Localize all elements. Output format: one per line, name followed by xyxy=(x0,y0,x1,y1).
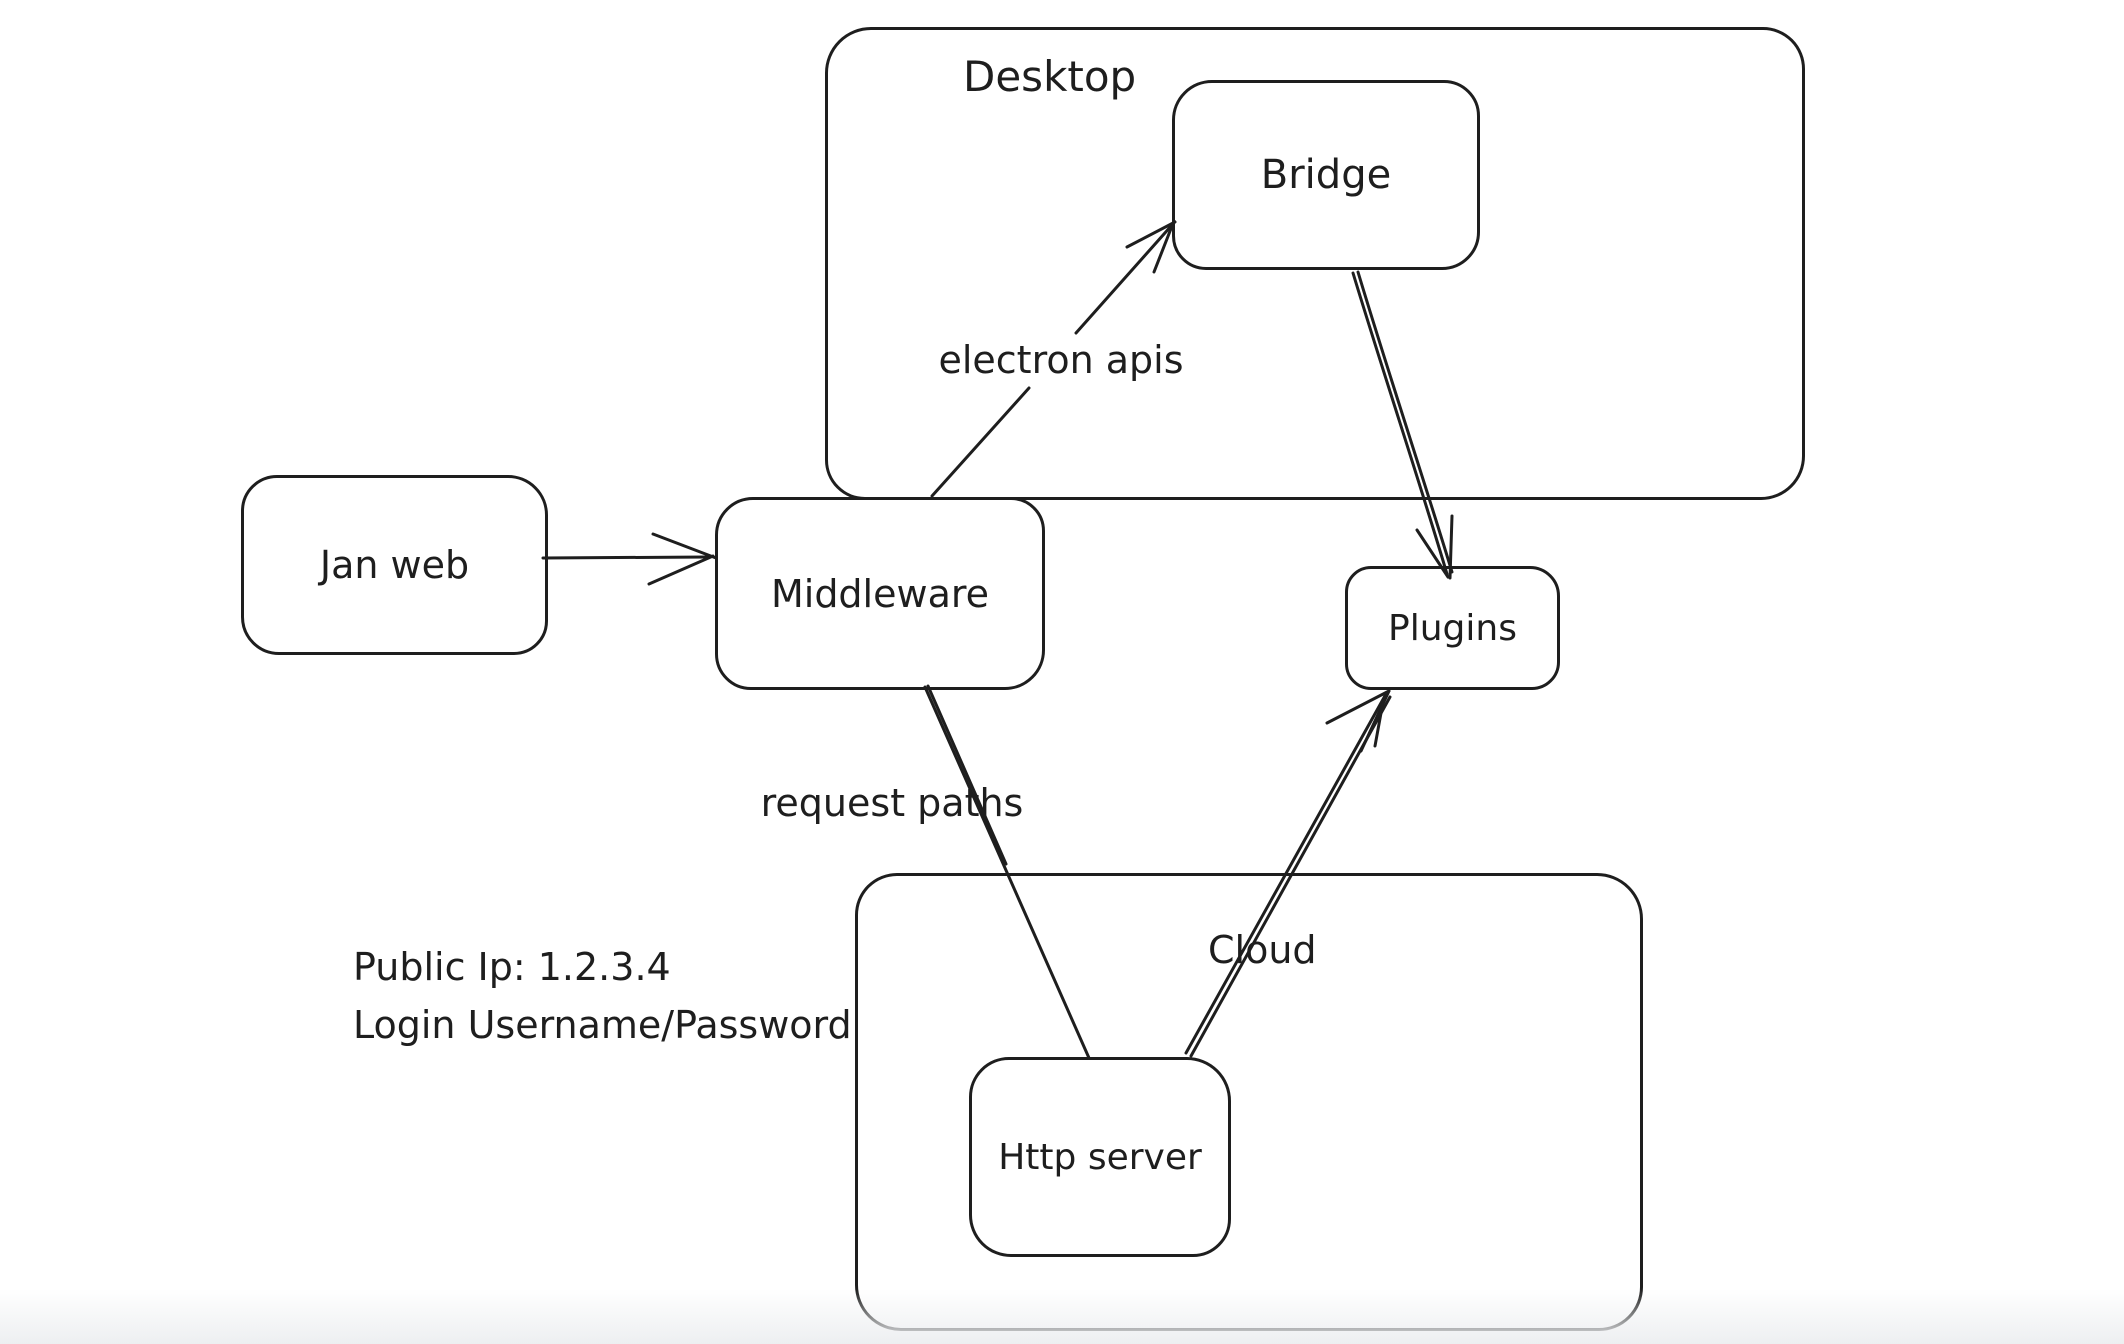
jan-web-label: Jan web xyxy=(319,543,470,587)
desktop-container-box[interactable] xyxy=(825,27,1805,500)
cloud-container-label: Cloud xyxy=(1208,928,1317,972)
node-middleware[interactable]: Middleware xyxy=(715,497,1045,690)
note-public-ip: Public Ip: 1.2.3.4 xyxy=(353,945,671,989)
note-login-credentials: Login Username/Password xyxy=(353,1003,852,1047)
node-http-server[interactable]: Http server xyxy=(969,1057,1231,1257)
node-bridge[interactable]: Bridge xyxy=(1172,80,1480,270)
edge-label-request-paths: request paths xyxy=(760,781,1024,825)
edge-label-electron-apis: electron apis xyxy=(938,338,1184,382)
cloud-access-notes: Public Ip: 1.2.3.4 Login Username/Passwo… xyxy=(353,938,852,1054)
http-server-label: Http server xyxy=(998,1136,1202,1178)
plugins-label: Plugins xyxy=(1388,607,1517,649)
node-jan-web[interactable]: Jan web xyxy=(241,475,548,655)
middleware-label: Middleware xyxy=(770,571,990,616)
node-plugins[interactable]: Plugins xyxy=(1345,566,1560,690)
desktop-container-label: Desktop xyxy=(963,52,1137,101)
bridge-label: Bridge xyxy=(1260,152,1392,198)
edge-janweb-to-middleware[interactable] xyxy=(541,532,718,586)
